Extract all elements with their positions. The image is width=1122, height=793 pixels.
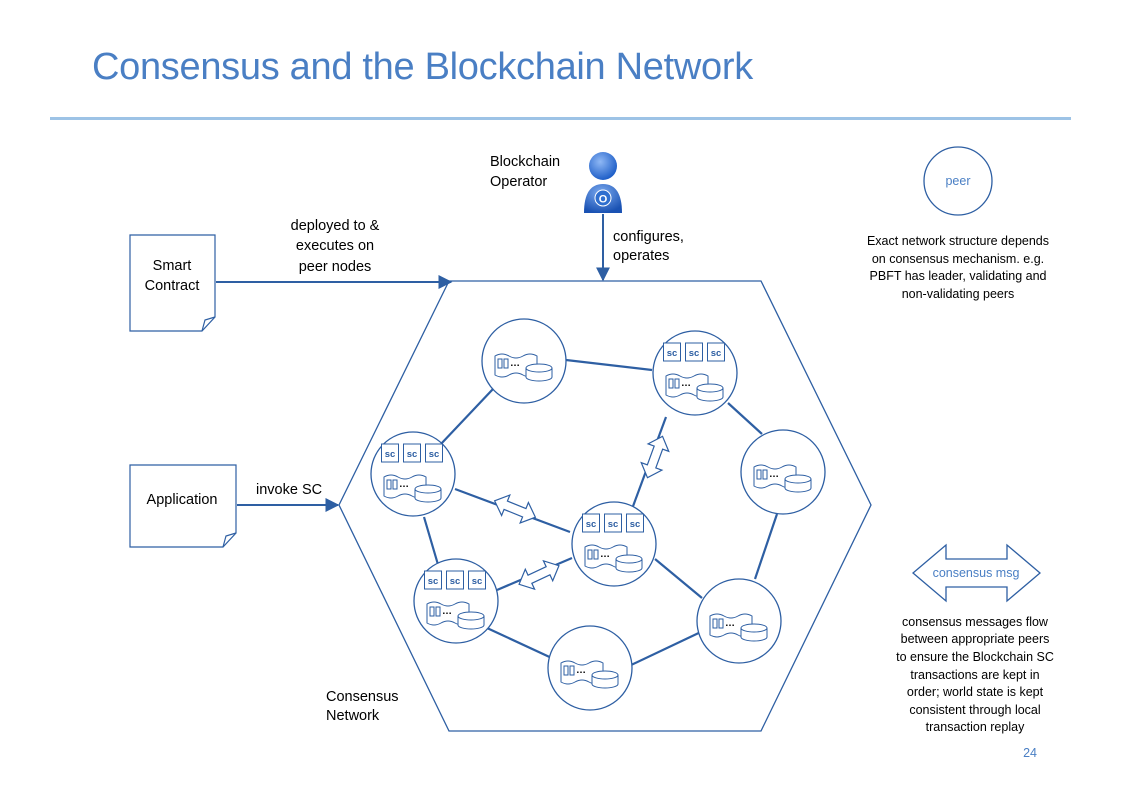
database-icon (457, 611, 485, 630)
svg-text:…: … (600, 549, 610, 560)
database-icon (414, 484, 442, 503)
smart-contract-line1: Smart (153, 258, 192, 274)
consensus-msg-arrow (640, 435, 670, 479)
svg-text:…: … (510, 358, 520, 369)
database-icon (696, 383, 724, 402)
legend-peer-circle (923, 146, 993, 216)
consensus-network-boundary (338, 280, 872, 732)
database-icon (740, 623, 768, 642)
svg-text:sc: sc (385, 449, 396, 460)
invoke-label: invoke SC (256, 482, 322, 498)
consensus-msg-arrow (518, 559, 560, 591)
legend-msg-note-7: transaction replay (926, 720, 1025, 734)
smart-contract-line2: Contract (145, 278, 200, 294)
operator-label-line1: Blockchain (490, 154, 560, 170)
legend-msg-note-5: order; world state is kept (907, 685, 1044, 699)
legend-msg-note-1: consensus messages flow (902, 615, 1049, 629)
legend-consensus-msg-arrow (911, 543, 1042, 603)
database-icon (591, 670, 619, 689)
peer-node: … (740, 429, 826, 515)
peer-node: … (696, 578, 782, 664)
svg-text:sc: sc (711, 348, 722, 359)
svg-text:sc: sc (428, 576, 439, 587)
person-icon: O (584, 152, 622, 213)
deploy-label-line3: peer nodes (299, 259, 372, 275)
operator-badge: O (599, 194, 608, 206)
svg-text:sc: sc (586, 519, 597, 530)
svg-text:sc: sc (407, 449, 418, 460)
legend-msg-note-2: between appropriate peers (901, 632, 1050, 646)
smart-contract-icon: sc (685, 342, 703, 362)
svg-text:…: … (681, 378, 691, 389)
slide-title: Consensus and the Blockchain Network (92, 46, 753, 88)
configures-label: configures, (613, 229, 684, 245)
legend-peer-label: peer (945, 174, 970, 188)
deploy-label-line1: deployed to & (291, 218, 380, 234)
svg-text:sc: sc (667, 348, 678, 359)
smart-contract-icon: sc (707, 342, 725, 362)
smart-contract-icon: sc (626, 513, 644, 533)
operator-label-line2: Operator (490, 174, 547, 190)
peer-node: … (547, 625, 633, 711)
smart-contract-icon: sc (604, 513, 622, 533)
page-number: 24 (1023, 746, 1037, 760)
legend-peer-note-4: non-validating peers (902, 287, 1015, 301)
database-icon (784, 474, 812, 493)
smart-contract-icon: sc (425, 443, 443, 463)
svg-text:sc: sc (429, 449, 440, 460)
peer-node: … (481, 318, 567, 404)
smart-contract-icon: sc (403, 443, 421, 463)
legend-msg-note-4: transactions are kept in (910, 668, 1039, 682)
svg-text:sc: sc (472, 576, 483, 587)
consensus-msg-arrow (493, 494, 537, 524)
smart-contract-icon: sc (663, 342, 681, 362)
svg-text:…: … (576, 665, 586, 676)
database-icon (525, 363, 553, 382)
application-label: Application (147, 492, 218, 508)
svg-text:…: … (725, 618, 735, 629)
legend-peer-note-1: Exact network structure depends (867, 234, 1049, 248)
smart-contract-document (129, 234, 216, 332)
operates-label: operates (613, 248, 669, 264)
smart-contract-icon: sc (381, 443, 399, 463)
legend-msg-note-3: to ensure the Blockchain SC (896, 650, 1054, 664)
application-document (129, 464, 237, 548)
svg-text:…: … (442, 606, 452, 617)
deploy-label-line2: executes on (296, 238, 374, 254)
legend-peer-note-2: on consensus mechanism. e.g. (872, 252, 1044, 266)
svg-text:sc: sc (608, 519, 619, 530)
database-icon (615, 554, 643, 573)
smart-contract-icon: sc (468, 570, 486, 590)
svg-text:sc: sc (630, 519, 641, 530)
network-label-line1: Consensus (326, 689, 399, 705)
legend-msg-note-6: consistent through local (909, 703, 1040, 717)
network-label-line2: Network (326, 708, 380, 724)
svg-text:…: … (399, 479, 409, 490)
smart-contract-icon: sc (446, 570, 464, 590)
svg-text:sc: sc (689, 348, 700, 359)
legend-peer-note-3: PBFT has leader, validating and (870, 269, 1047, 283)
title-divider (50, 117, 1071, 120)
smart-contract-icon: sc (424, 570, 442, 590)
legend-msg-label: consensus msg (933, 566, 1020, 580)
svg-text:…: … (769, 469, 779, 480)
smart-contract-icon: sc (582, 513, 600, 533)
svg-text:sc: sc (450, 576, 461, 587)
